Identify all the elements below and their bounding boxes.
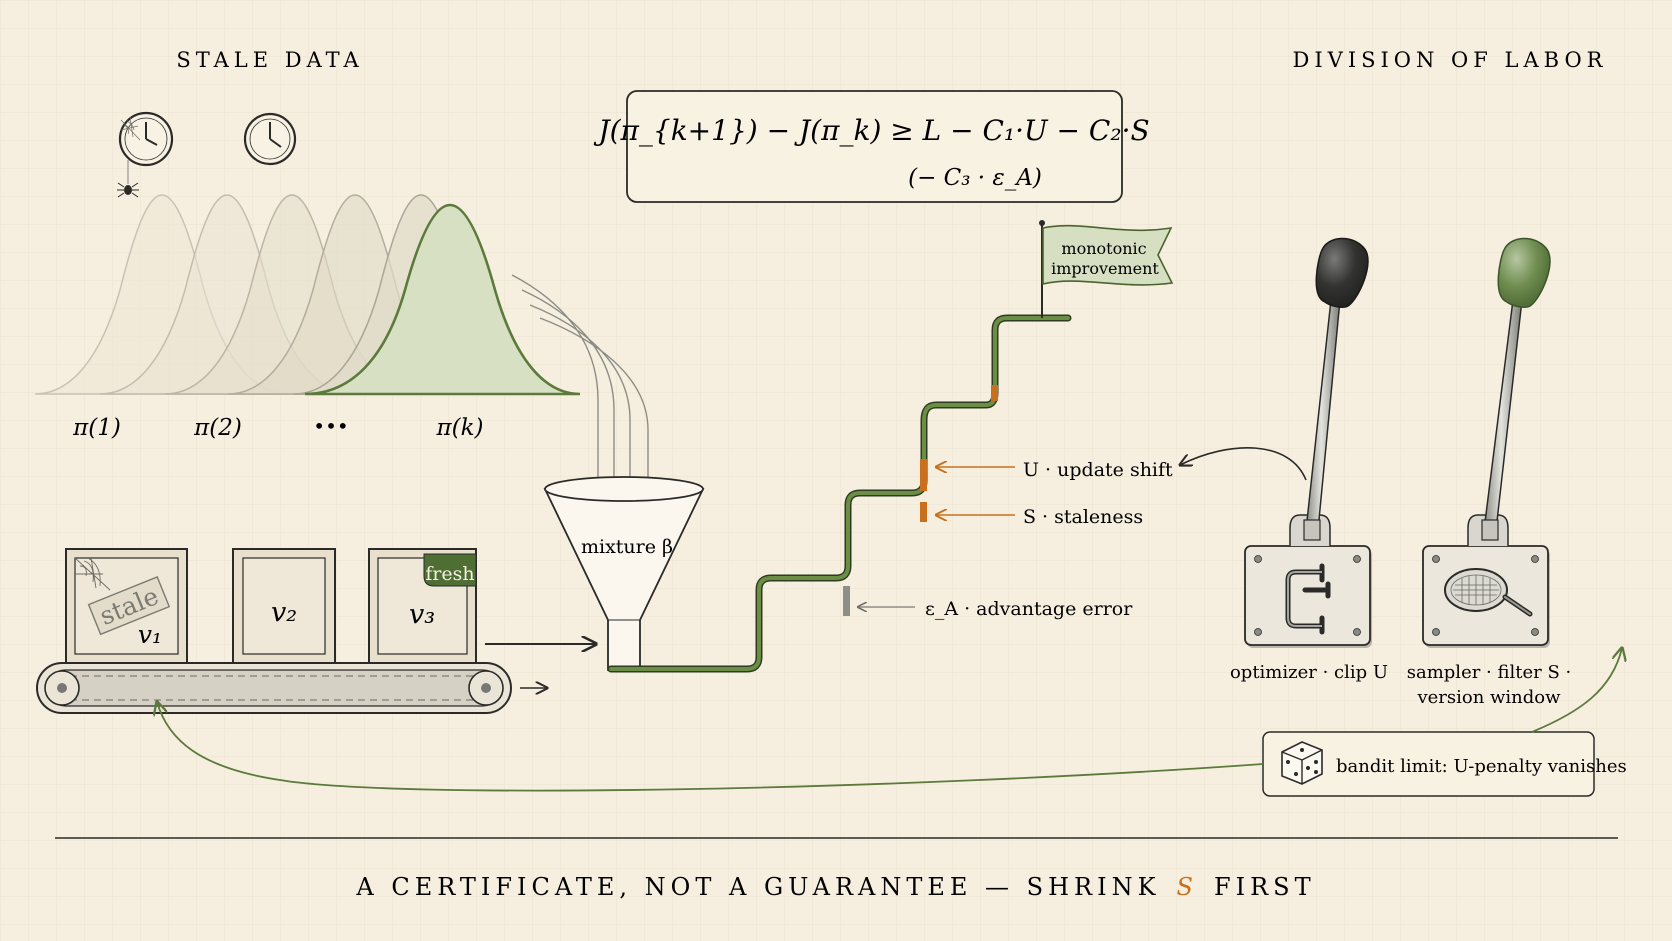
- bandit-to-belt-arrow: [157, 702, 1264, 792]
- crate-v2: v₂: [232, 548, 336, 664]
- flag-text-line-1: monotonic: [1061, 239, 1146, 258]
- formula-line-1: J(π_{k+1}) − J(π_k) ≥ L − C₁·U − C₂·S: [593, 114, 1149, 147]
- update-shift-tick: [991, 385, 998, 401]
- footer-text: A CERTIFICATE, NOT A GUARANTEE — SHRINK S…: [355, 873, 1315, 901]
- heading-division-of-labor: DIVISION OF LABOR: [1293, 48, 1608, 72]
- lever-to-u-arrow: [1180, 447, 1307, 481]
- policy-label-2: π(2): [193, 415, 242, 441]
- fresh-tag: fresh: [425, 563, 474, 585]
- improvement-staircase: [607, 314, 1072, 673]
- footer-prefix: A CERTIFICATE, NOT A GUARANTEE — SHRINK: [355, 873, 1160, 901]
- policy-curve-k: [304, 203, 581, 396]
- footer-highlight: S: [1177, 873, 1198, 901]
- data-flow-arrows: [511, 274, 648, 500]
- u-label: U · update shift: [1023, 459, 1173, 481]
- strainer-icon: [1444, 568, 1533, 617]
- bandit-box: bandit limit: U-penalty vanishes: [1262, 731, 1627, 797]
- bandit-label: bandit limit: U-penalty vanishes: [1336, 756, 1627, 777]
- sampler-label-line-2: version window: [1416, 687, 1561, 708]
- old-clock-icon: [118, 111, 174, 184]
- footer-suffix: FIRST: [1214, 873, 1316, 901]
- crate-label-v1: v₁: [138, 620, 162, 649]
- dice-icon: [1281, 741, 1323, 785]
- policy-distributions: [34, 194, 581, 396]
- mixture-funnel: mixture β: [543, 476, 705, 671]
- staleness-tick: [920, 459, 927, 491]
- crate-v1: stale v₁: [65, 548, 188, 664]
- sampler-label-line-1: sampler · filter S ·: [1407, 662, 1572, 683]
- optimizer-label: optimizer · clip U: [1230, 662, 1388, 683]
- flag-text-line-2: improvement: [1051, 259, 1159, 278]
- cobweb-icon: [74, 557, 111, 591]
- eps-label: ε_A · advantage error: [925, 598, 1133, 620]
- crate-label-v3: v₃: [409, 599, 435, 630]
- monotonic-flag: monotonic improvement: [1039, 220, 1174, 318]
- crate-v3: fresh v₃: [368, 548, 477, 664]
- formula-box: J(π_{k+1}) − J(π_k) ≥ L − C₁·U − C₂·S (−…: [593, 90, 1150, 203]
- bandit-to-sampler-arrow: [1531, 648, 1622, 733]
- heading-stale-data: STALE DATA: [176, 48, 363, 72]
- new-clock-icon: [243, 112, 297, 166]
- s-label: S · staleness: [1023, 506, 1143, 528]
- policy-label-1: π(1): [72, 415, 121, 441]
- crate-label-v2: v₂: [271, 597, 297, 628]
- policy-label-ellipsis: •••: [313, 414, 348, 438]
- policy-label-k: π(k): [436, 415, 484, 441]
- advantage-error-tick: [843, 586, 850, 616]
- optimizer-lever: [1244, 237, 1372, 648]
- staleness-tick-2: [920, 502, 927, 522]
- formula-line-2: (− C₃ · ε_A): [908, 165, 1042, 191]
- conveyor-belt: [36, 662, 512, 714]
- spider-icon: [117, 182, 139, 198]
- sampler-lever: [1422, 237, 1551, 648]
- funnel-label: mixture β: [581, 536, 673, 558]
